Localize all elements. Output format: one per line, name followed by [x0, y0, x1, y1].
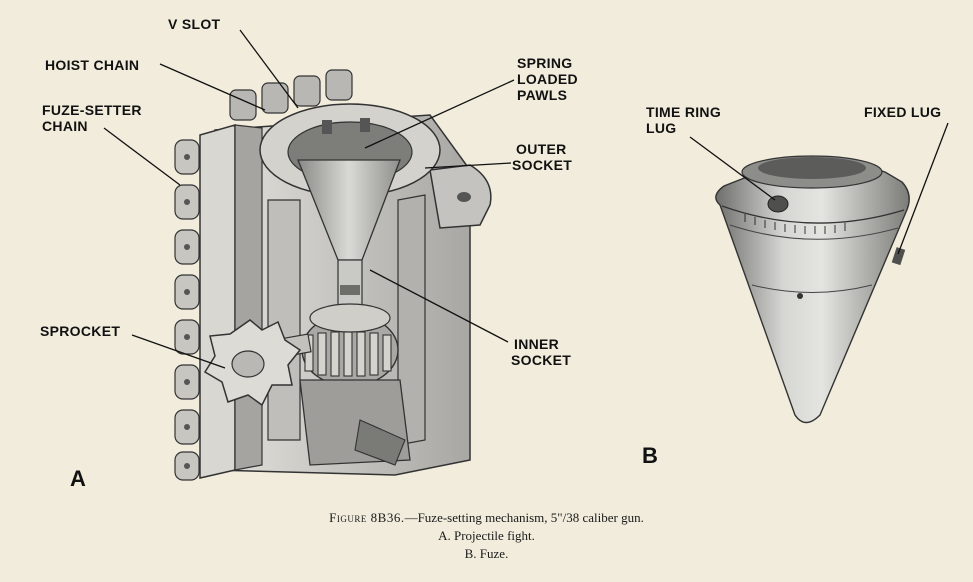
- fuze-drawing: [715, 155, 910, 424]
- figure-title: —Fuze-setting mechanism, 5"/38 caliber g…: [404, 510, 644, 525]
- label-fixed-lug: FIXED LUG: [864, 104, 942, 120]
- label-fuze-setter-chain-line1: FUZE-SETTER: [42, 102, 142, 118]
- label-spring-loaded-pawls-line3: PAWLS: [517, 87, 568, 103]
- label-time-ring-lug-line2: LUG: [646, 120, 677, 136]
- label-fuze-setter-chain-line2: CHAIN: [42, 118, 88, 134]
- caption-subline-b: B. Fuze.: [464, 546, 509, 561]
- label-outer-socket-line2: SOCKET: [512, 157, 573, 173]
- mechanism-drawing: [174, 69, 492, 481]
- label-v-slot: V SLOT: [168, 16, 221, 32]
- label-spring-loaded-pawls-line2: LOADED: [517, 71, 578, 87]
- panel-letter-b: B: [642, 443, 658, 468]
- label-outer-socket-line1: OUTER: [516, 141, 567, 157]
- label-inner-socket-line1: INNER: [514, 336, 560, 352]
- label-spring-loaded-pawls-line1: SPRING: [517, 55, 573, 71]
- figure-number: Figure 8B36.: [329, 510, 405, 525]
- label-sprocket: SPROCKET: [40, 323, 121, 339]
- label-hoist-chain: HOIST CHAIN: [45, 57, 140, 73]
- caption-subline-a: A. Projectile fight.: [438, 528, 535, 543]
- leader-lines-a: [103, 29, 515, 369]
- leader-lines-b: [689, 122, 949, 255]
- panel-letter-a: A: [70, 466, 86, 491]
- label-inner-socket-line2: SOCKET: [511, 352, 572, 368]
- label-time-ring-lug-line1: TIME RING: [646, 104, 722, 120]
- figure-caption: Figure 8B36.—Fuze-setting mechanism, 5"/…: [0, 510, 973, 526]
